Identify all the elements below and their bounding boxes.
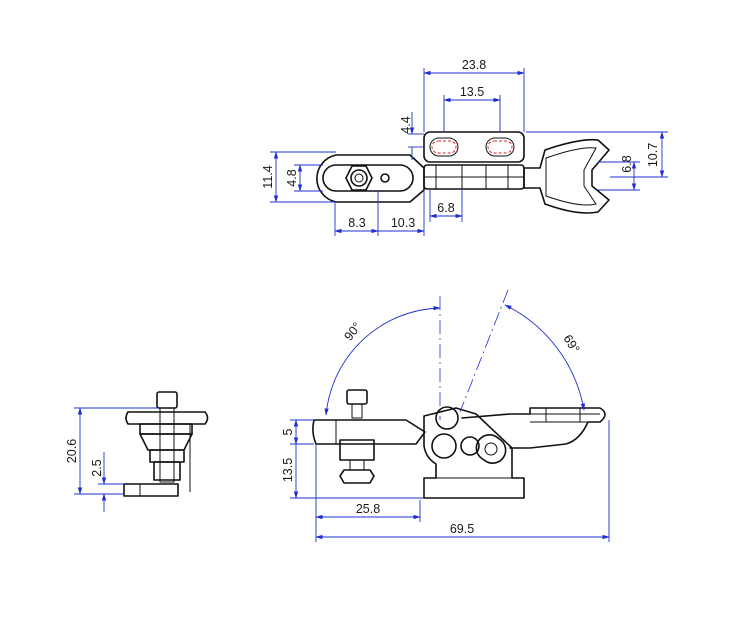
side-dimensions: 20.6 2.5 xyxy=(65,407,157,512)
top-dimensions: 23.8 13.5 4.4 11.4 4.8 6.8 10.7 xyxy=(261,58,668,236)
top-handle xyxy=(523,138,610,214)
dim-body-height: 11.4 xyxy=(261,165,275,188)
top-view xyxy=(316,131,610,214)
side-view xyxy=(123,391,209,497)
dim-handle-inner: 6.8 xyxy=(620,155,634,172)
dim-slot-height: 4.8 xyxy=(285,169,299,186)
top-hole-left xyxy=(431,140,457,154)
dim-slot-left: 8.3 xyxy=(348,216,365,230)
top-mount-slot-right xyxy=(485,137,515,157)
top-arm-outline xyxy=(316,154,425,203)
dim-spindle-reach: 25.8 xyxy=(356,502,380,516)
dim-side-height: 20.6 xyxy=(65,439,79,463)
top-slot-pin xyxy=(380,173,390,183)
top-base-plate xyxy=(423,131,525,163)
dim-hole-offset: 4.4 xyxy=(399,116,413,133)
top-hole-right xyxy=(487,140,513,154)
dim-overall-width: 23.8 xyxy=(462,58,486,72)
front-view xyxy=(312,389,606,499)
top-spindle-circle xyxy=(350,169,368,187)
dim-arm-thickness: 5 xyxy=(281,428,295,435)
dim-side-foot: 2.5 xyxy=(90,459,104,476)
top-arm-slot xyxy=(322,164,414,192)
dim-open-angle: 90° xyxy=(342,320,365,344)
dim-base-height: 13.5 xyxy=(281,458,295,482)
dim-handle-angle: 69° xyxy=(560,332,582,355)
top-hex-nut xyxy=(345,165,373,191)
top-spindle-core xyxy=(354,173,364,183)
dim-overall-length: 69.5 xyxy=(450,522,474,536)
dim-base-width: 6.8 xyxy=(437,201,454,215)
top-mount-slot-left xyxy=(429,137,459,157)
front-dimensions: 90° 69° 5 13.5 25.8 69.5 xyxy=(281,289,610,542)
dim-slot-right: 10.3 xyxy=(391,216,415,230)
dim-hole-spacing: 13.5 xyxy=(460,85,484,99)
dim-handle-outer: 10.7 xyxy=(646,143,660,167)
